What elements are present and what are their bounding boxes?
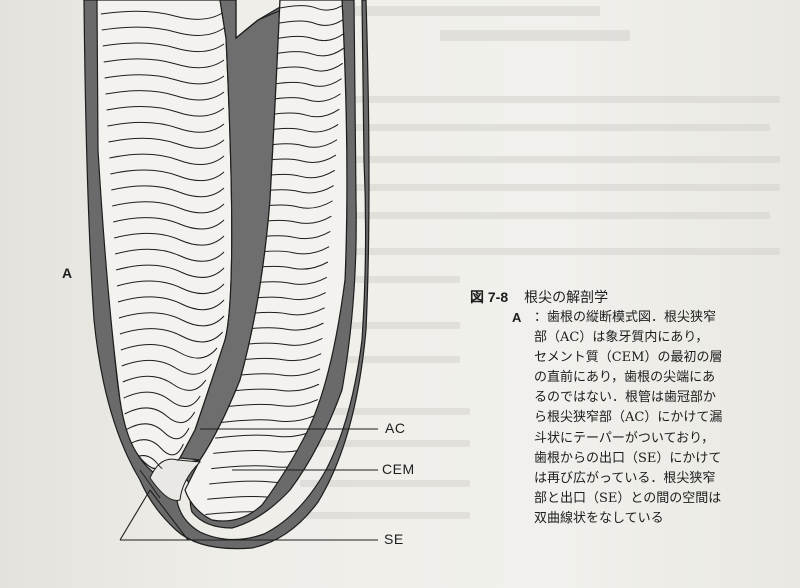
tubule-stroke <box>116 280 225 294</box>
tubule-stroke <box>121 359 212 375</box>
caption-line: ら根尖狭窄部（AC）にかけて漏 <box>534 410 723 426</box>
tubule-stroke <box>126 439 184 456</box>
caption-line: ：歯根の縦断模式図．根尖狭窄 <box>534 310 717 325</box>
tubule-stroke <box>117 296 225 311</box>
tubule-stroke <box>106 106 225 117</box>
se-leader-line-2 <box>149 489 189 541</box>
label-ac: AC <box>385 420 406 436</box>
tubule-stroke <box>105 90 225 101</box>
caption-line: 双曲線状をなしている <box>534 510 664 526</box>
tubule-stroke <box>223 368 321 378</box>
panel-label: A <box>62 265 73 281</box>
tubule-stroke <box>122 375 207 391</box>
dentin-right <box>184 0 348 522</box>
dentinal-tubules-right <box>205 1 347 516</box>
tubule-stroke <box>217 414 317 424</box>
tubule-stroke <box>119 328 223 343</box>
tubule-stroke <box>109 153 225 165</box>
tubule-stroke <box>111 185 225 198</box>
caption-line: 歯根からの出口（SE）にかけて <box>534 450 722 466</box>
apical-foramen <box>149 458 202 502</box>
caption-title-row: 図 7-8 根尖の解剖学 <box>470 287 790 307</box>
tubule-stroke <box>256 108 340 118</box>
tubule-stroke <box>125 423 190 440</box>
tubule-stroke <box>123 391 201 407</box>
tubule-stroke <box>103 58 225 69</box>
tubule-stroke <box>262 62 344 72</box>
tubule-stroke <box>113 217 225 230</box>
tubule-stroke <box>221 383 320 393</box>
figure-caption: 図 7-8 根尖の解剖学 A ：歯根の縦断模式図．根尖狭窄 部（AC）は象牙質内に… <box>470 287 790 526</box>
se-leader-line-1 <box>119 489 151 541</box>
figure-title: 根尖の解剖学 <box>524 290 609 306</box>
tubule-stroke <box>114 232 225 246</box>
caption-line: 部と出口（SE）との間の空間は <box>534 490 722 506</box>
tubule-stroke <box>225 353 322 363</box>
caption-panel-label: A <box>512 310 522 325</box>
caption-line: は再び広がっている．根尖狭窄 <box>534 470 716 486</box>
caption-line: 部（AC）は象牙質内にあり， <box>534 330 709 346</box>
tubule-stroke <box>260 78 342 88</box>
tubule-stroke <box>110 169 225 182</box>
tubule-stroke <box>108 137 225 149</box>
tubule-stroke <box>268 17 347 26</box>
tubule-stroke <box>270 1 347 11</box>
tubule-stroke <box>120 344 218 359</box>
tubule-stroke <box>104 74 225 85</box>
tubule-stroke <box>219 399 319 409</box>
tubule-stroke <box>258 93 341 103</box>
tubule-stroke <box>107 121 225 133</box>
tubule-stroke <box>100 10 225 20</box>
tubule-stroke <box>266 32 346 42</box>
tubule-stroke <box>112 201 225 214</box>
tubule-stroke <box>264 47 345 57</box>
tubule-stroke <box>124 407 196 424</box>
tubule-stroke <box>115 264 225 278</box>
tubule-stroke <box>102 42 225 53</box>
dentinal-tubules-left <box>100 10 225 469</box>
label-se: SE <box>384 531 404 547</box>
caption-line: の直前にあり，歯根の尖端にあ <box>534 370 716 386</box>
caption-body: A ：歯根の縦断模式図．根尖狭窄 部（AC）は象牙質内にあり， セメント質（CE… <box>512 308 774 529</box>
caption-line: 斗状にテーパーがついており， <box>534 430 715 446</box>
caption-line: セメント質（CEM）の最初の層 <box>534 350 723 366</box>
figure-number: 図 7-8 <box>470 289 509 305</box>
label-cem: CEM <box>382 461 415 477</box>
tubule-stroke <box>118 312 225 327</box>
tubule-stroke <box>101 26 225 36</box>
caption-line: るのではない．根管は歯冠部か <box>534 390 717 406</box>
tubule-stroke <box>115 248 225 262</box>
tubule-stroke <box>215 429 316 439</box>
